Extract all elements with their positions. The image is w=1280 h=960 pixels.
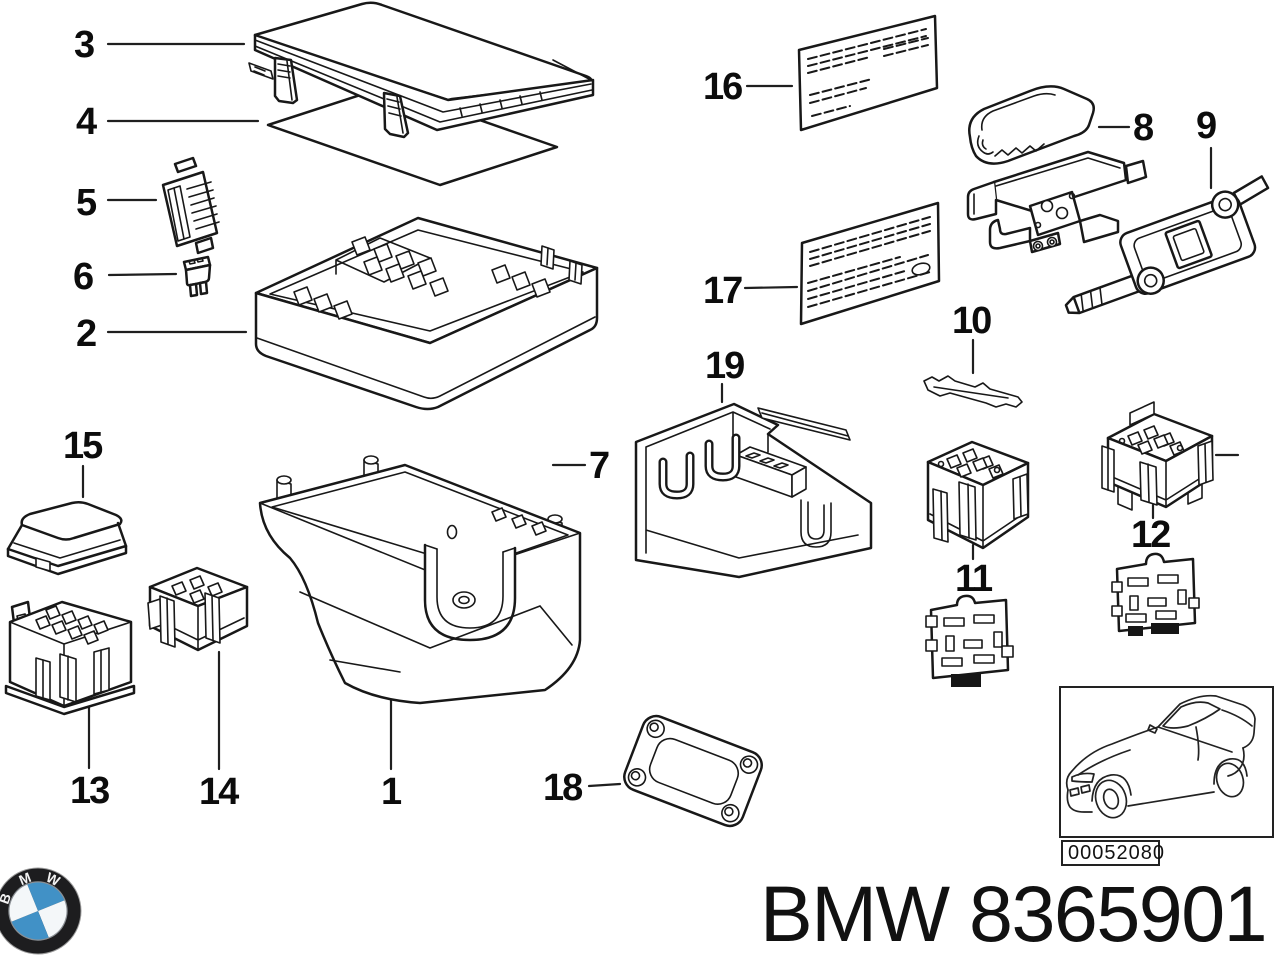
part-10-contact-rail-drawing	[923, 375, 1023, 408]
part-6-blade-fuse-drawing	[182, 255, 212, 298]
part-5-relay-drawing	[161, 156, 220, 255]
part-11-connector-drawing	[926, 440, 1030, 550]
bmw-logo-letter-m: M	[16, 869, 33, 888]
part-12-connector-drawing	[1101, 401, 1214, 511]
bmw-logo-quadrant-br	[38, 900, 67, 938]
callout-1: 1	[381, 771, 402, 813]
callout-9: 9	[1196, 105, 1217, 147]
part-17-label-drawing	[799, 201, 941, 326]
callout-14: 14	[199, 771, 239, 813]
part-19-foam-insert-drawing	[634, 402, 873, 579]
callout-6: 6	[73, 256, 94, 298]
callout-5: 5	[76, 182, 97, 224]
bmw-logo-quadrant-tl	[9, 884, 38, 922]
callout-17: 17	[703, 270, 743, 312]
reference-code-box: 00052080	[1061, 840, 1164, 866]
callout-4: 4	[76, 101, 97, 143]
part-9-relay-plate-drawing	[1064, 175, 1270, 315]
part-11-bracket-drawing	[925, 594, 1014, 687]
part-16-label-drawing	[797, 14, 939, 132]
car-sketch	[1065, 694, 1256, 819]
callout-8: 8	[1133, 107, 1154, 149]
bmw-logo-quadrant-tr	[27, 882, 65, 911]
part-4-seal-sheet-drawing	[266, 85, 559, 187]
part-8-holder-drawing	[966, 85, 1148, 254]
part-15-relay-holder-drawing	[6, 500, 128, 576]
callout-11: 11	[955, 558, 993, 600]
callout-12: 12	[1131, 514, 1171, 556]
callout-7: 7	[589, 445, 610, 487]
leader-lines	[81, 42, 1240, 788]
part-3-cover-drawing	[248, 1, 595, 139]
part-14-connector-drawing	[147, 566, 249, 652]
reference-car-box	[1059, 686, 1274, 838]
part-1-lower-housing-drawing	[258, 455, 582, 705]
callout-2: 2	[76, 313, 97, 355]
callout-10: 10	[952, 300, 992, 342]
part-12-bracket-drawing	[1111, 552, 1200, 636]
part-number-title: BMW 8365901	[760, 869, 1268, 958]
bmw-logo: B M W	[0, 867, 82, 955]
callout-18: 18	[543, 767, 583, 809]
callout-16: 16	[703, 66, 743, 108]
part-2-upper-housing-drawing	[254, 216, 599, 411]
part-13-relay-socket-drawing	[4, 600, 136, 716]
part-18-gasket-drawing	[623, 714, 763, 828]
reference-code: 00052080	[1068, 841, 1165, 864]
callout-19: 19	[705, 345, 745, 387]
callout-15: 15	[63, 425, 103, 467]
callout-3: 3	[74, 24, 95, 66]
bmw-logo-quadrant-bl	[11, 911, 49, 940]
callout-13: 13	[70, 770, 110, 812]
